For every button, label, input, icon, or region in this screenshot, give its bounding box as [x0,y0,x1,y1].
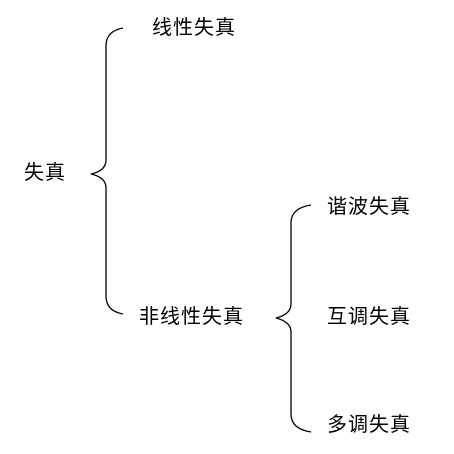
node-linear-distortion: 线性失真 [152,15,236,39]
node-multitone-distortion: 多调失真 [327,412,411,436]
node-root-distortion: 失真 [24,160,66,184]
node-intermodulation-distortion: 互调失真 [327,304,411,328]
nonlinear-brace [275,204,312,433]
root-brace [90,27,124,315]
node-nonlinear-distortion: 非线性失真 [139,304,244,328]
node-harmonic-distortion: 谐波失真 [327,194,411,218]
